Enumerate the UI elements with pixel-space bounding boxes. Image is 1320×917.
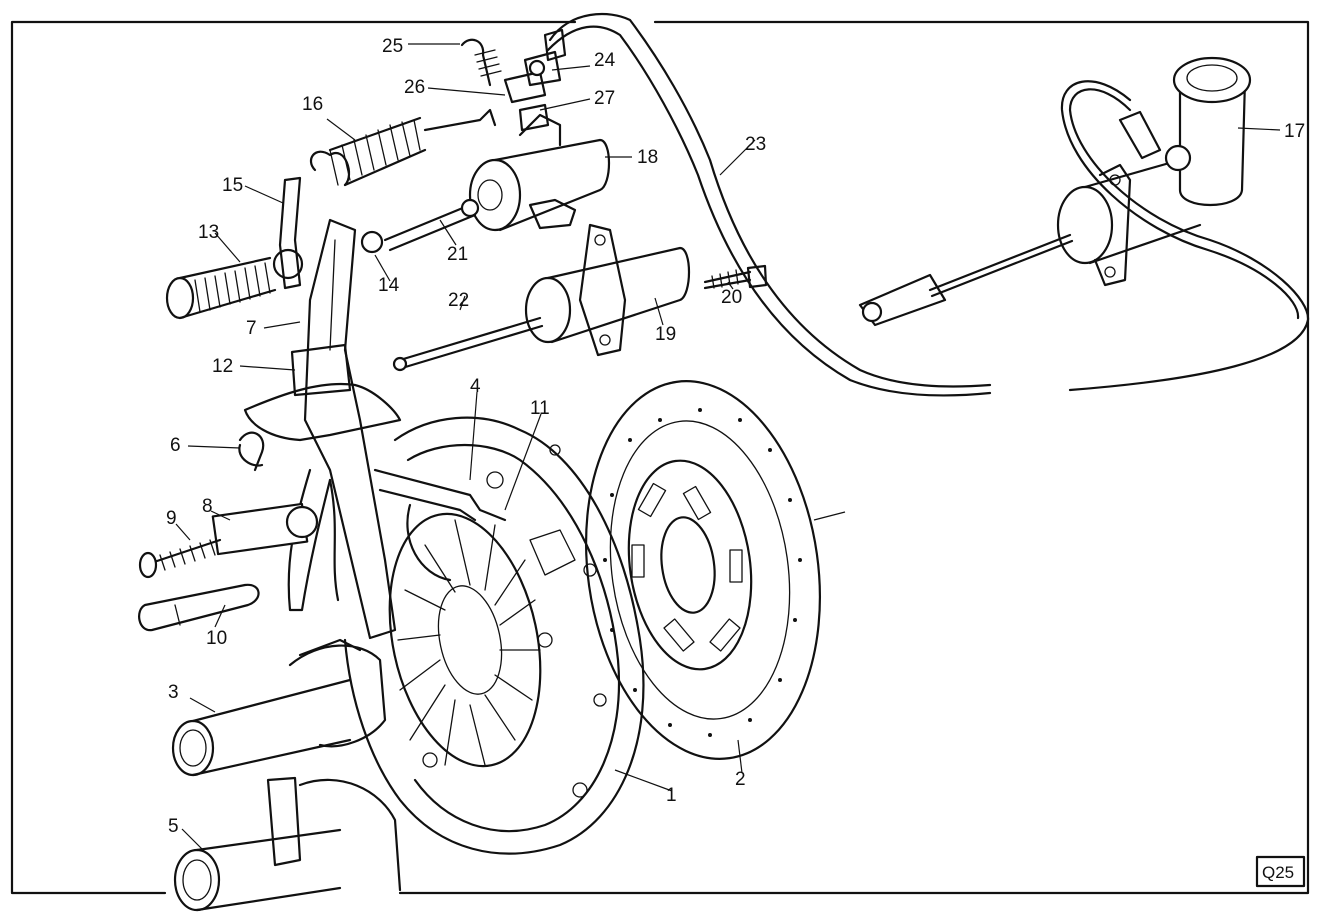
- label-9: 9: [166, 508, 177, 529]
- label-19: 19: [655, 324, 676, 345]
- return-spring-16: [309, 108, 497, 187]
- label-17: 17: [1284, 121, 1305, 142]
- label-27: 27: [594, 88, 615, 109]
- label-6: 6: [170, 435, 181, 456]
- leader-lines: [175, 43, 1281, 853]
- label-24: 24: [594, 50, 616, 71]
- pivot-pin-10: [138, 583, 260, 632]
- friction-disc: [584, 380, 846, 760]
- release-bearing-3: [171, 638, 387, 777]
- label-3: 3: [168, 682, 179, 703]
- label-22: 22: [448, 290, 469, 311]
- label-14: 14: [378, 275, 400, 296]
- bleed-nipple-24-27: [460, 38, 562, 132]
- label-5: 5: [168, 816, 179, 837]
- label-15: 15: [222, 175, 243, 196]
- fork-pivot-bolt: [138, 502, 319, 579]
- figure-code: Q25: [1262, 863, 1294, 882]
- retaining-clip-6: [238, 431, 265, 472]
- label-12: 12: [212, 356, 233, 377]
- label-10: 10: [206, 628, 227, 649]
- label-4: 4: [470, 376, 481, 397]
- figure-code-box: Q25: [1255, 855, 1306, 888]
- label-25: 25: [382, 36, 403, 57]
- label-23: 23: [745, 134, 766, 155]
- release-bearing-5: [173, 776, 402, 912]
- label-13: 13: [198, 222, 219, 243]
- label-21: 21: [447, 244, 468, 265]
- label-11: 11: [530, 398, 550, 419]
- callout-labels: 1 2 3 4 5 6 7 8 9 10 11 12 13 14 15 16 1…: [166, 36, 1305, 837]
- label-1: 1: [666, 785, 677, 806]
- label-2: 2: [735, 769, 746, 790]
- label-20: 20: [721, 287, 742, 308]
- lever-15: [278, 176, 302, 290]
- clutch-hose-23: [543, 12, 992, 397]
- diagram-frame: [10, 20, 1310, 895]
- label-7: 7: [246, 318, 257, 339]
- label-8: 8: [202, 496, 213, 517]
- screw-20: [703, 264, 768, 290]
- cylinder-19: [392, 223, 690, 372]
- slave-cylinder-18: [360, 113, 610, 254]
- spring-clip-4-11: [373, 468, 507, 582]
- pressure-plate-cover: [343, 416, 645, 855]
- master-cylinder-17: [858, 56, 1310, 392]
- label-16: 16: [302, 94, 323, 115]
- label-26: 26: [404, 77, 425, 98]
- label-18: 18: [637, 147, 658, 168]
